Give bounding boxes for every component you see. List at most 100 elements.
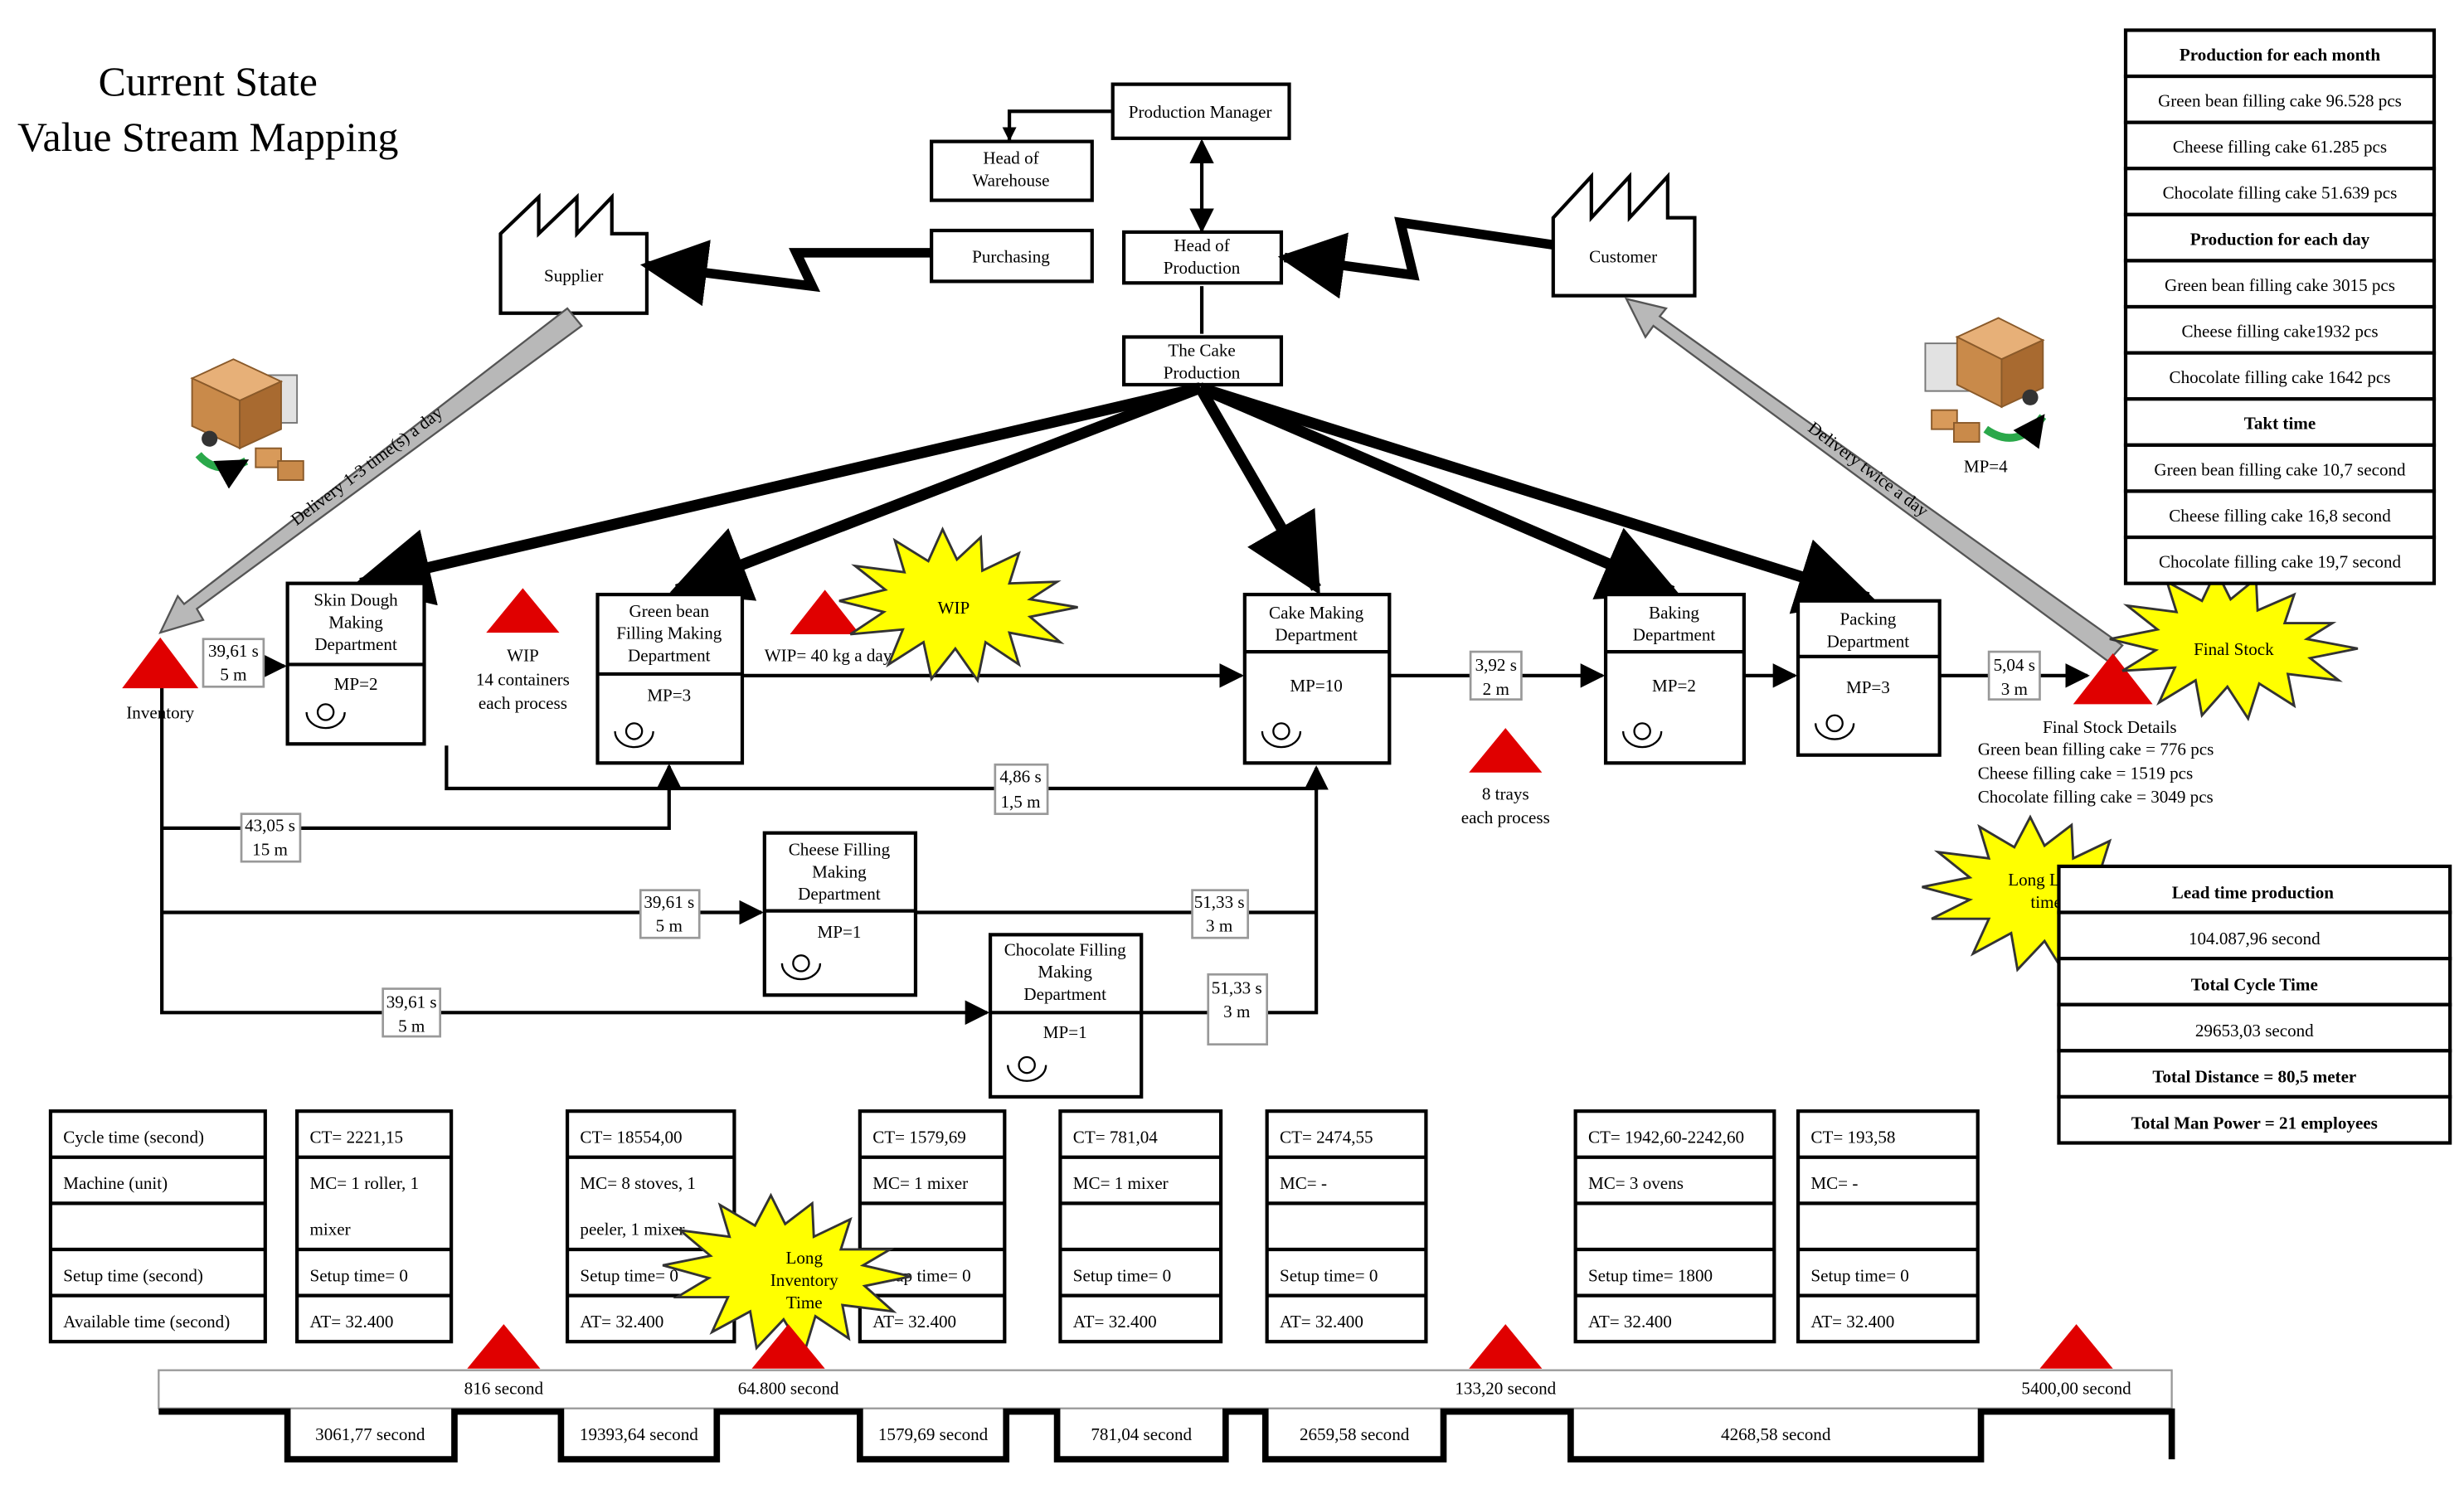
cake-production-label: The Cake xyxy=(1168,340,1235,360)
lead-table-value: 104.087,96 second xyxy=(2189,929,2321,948)
production-table-value: Chocolate filling cake 1642 pcs xyxy=(2170,367,2391,387)
operator-icon xyxy=(1814,723,1855,740)
production-table-value: Cheese filling cake 61.285 pcs xyxy=(2173,137,2387,157)
trays-label: 8 trays xyxy=(1482,783,1529,803)
production-table-heading: Takt time xyxy=(2244,414,2316,434)
process-name: Cake Making xyxy=(1269,603,1364,623)
data-box-field: MC= - xyxy=(1280,1173,1327,1193)
customer-factory: Customer xyxy=(1551,172,1697,298)
flow-distance: 15 m xyxy=(252,839,288,859)
flow-label-inv-skin: 39,61 s 5 m xyxy=(202,638,265,688)
final-stock-triangle xyxy=(2073,653,2153,705)
trays-triangle xyxy=(1469,728,1543,773)
process-name: Department xyxy=(628,646,711,666)
supplier-delivery-label: Delivery 1-3 time(s) a day xyxy=(287,402,446,529)
production-table-value: Chocolate filling cake 51.639 pcs xyxy=(2163,183,2398,203)
data-box-field: Setup time= 1800 xyxy=(1588,1265,1713,1285)
customer-truck-icon xyxy=(1924,317,2047,449)
process-name: Making xyxy=(812,861,867,881)
purchasing-box: Purchasing xyxy=(930,228,1094,284)
process-data-boxes: Cycle time (second)Machine (unit)Setup t… xyxy=(48,1109,1980,1344)
timeline-wait-time: 133,20 second xyxy=(1455,1378,1556,1398)
data-box-field: Setup time= 0 xyxy=(1810,1265,1908,1285)
lead-table-cell xyxy=(2057,1002,2452,1053)
process-skin-dough: Skin Dough Making Department MP=2 xyxy=(285,581,426,746)
data-box-field: AT= 32.400 xyxy=(872,1312,956,1332)
process-name: Chocolate Filling xyxy=(1004,939,1126,959)
timeline-process-time: 781,04 second xyxy=(1091,1424,1192,1444)
title-line-1: Current State xyxy=(99,59,318,104)
production-table-value: Green bean filling cake 96.528 pcs xyxy=(2158,90,2402,110)
wip-label: WIP xyxy=(507,646,539,666)
flow-time: 3,92 s xyxy=(1475,655,1517,675)
data-box-field: peeler, 1 mixer xyxy=(580,1220,684,1239)
process-mp: MP=3 xyxy=(647,686,691,706)
timeline-inventory-triangle xyxy=(1469,1324,1543,1369)
flow-distance: 2 m xyxy=(1483,679,1510,699)
production-table-value: Cheese filling cake1932 pcs xyxy=(2181,321,2378,341)
head-production-label: Head of xyxy=(1174,235,1230,255)
timeline-inventory-triangle xyxy=(2039,1324,2113,1369)
inventory-label: Inventory xyxy=(126,703,194,723)
process-name: Department xyxy=(1023,984,1106,1004)
process-name: Baking xyxy=(1649,603,1699,623)
long-inventory-burst-label: Inventory xyxy=(770,1270,838,1290)
final-stock-burst: Final Stock xyxy=(2109,568,2359,721)
operator-head-icon xyxy=(1018,1055,1036,1075)
flow-time: 39,61 s xyxy=(386,992,437,1012)
process-mp: MP=1 xyxy=(817,922,861,942)
head-production-label: Production xyxy=(1164,258,1241,278)
production-table-cell xyxy=(2123,74,2437,124)
long-inventory-burst-label: Time xyxy=(786,1293,823,1312)
operator-head-icon xyxy=(1825,714,1844,733)
flow-time: 39,61 s xyxy=(644,892,694,912)
production-table-heading: Production for each month xyxy=(2180,45,2380,65)
flow-distance: 5 m xyxy=(656,916,683,936)
production-table-cell xyxy=(2123,443,2437,493)
customer-delivery-label: Delivery twice a day xyxy=(1805,418,1933,521)
customer-mp-label: MP=4 xyxy=(1964,456,2008,476)
manager-to-warehouse-line xyxy=(1002,109,1113,142)
wip-rate-label: WIP= 40 kg a day xyxy=(765,646,892,666)
data-box-field: MC= 1 mixer xyxy=(1073,1173,1169,1193)
data-box-field: CT= 193,58 xyxy=(1810,1128,1895,1147)
data-box-field: Setup time (second) xyxy=(63,1265,203,1285)
data-box-field: CT= 2474,55 xyxy=(1280,1128,1373,1147)
timeline-process-time: 19393,64 second xyxy=(580,1424,698,1444)
wip-triangle xyxy=(486,588,560,633)
process-name: Cheese Filling xyxy=(789,839,891,859)
flow-label-cheese-cake: 51,33 s 3 m xyxy=(1191,889,1250,939)
timeline-step-line xyxy=(158,1408,2175,1463)
flow-time: 51,33 s xyxy=(1194,892,1245,912)
production-control-arrows xyxy=(352,382,1876,614)
process-name: Packing xyxy=(1839,609,1896,628)
supplier-delivery-arrow xyxy=(158,307,583,634)
process-mp: MP=1 xyxy=(1043,1022,1087,1042)
flow-label-inv-cheese: 39,61 s 5 m xyxy=(639,889,701,939)
data-box-field: Setup time= 0 xyxy=(580,1265,678,1285)
operator-icon xyxy=(614,730,654,749)
final-stock-title: Final Stock Details xyxy=(2043,717,2177,737)
customer-to-production-flow xyxy=(1277,216,1554,299)
process-green-bean: Green bean Filling Making Department MP=… xyxy=(595,592,745,765)
data-box-field: CT= 1579,69 xyxy=(872,1128,966,1147)
data-box-field: AT= 32.400 xyxy=(580,1312,663,1332)
production-table-cell xyxy=(2123,397,2437,447)
supplier-label: Supplier xyxy=(544,265,603,285)
production-table-value: Cheese filling cake 16,8 second xyxy=(2169,506,2391,526)
purchasing-to-supplier-flow xyxy=(639,240,932,307)
timeline xyxy=(158,1369,2175,1463)
flow-label-packing-final: 5,04 s 3 m xyxy=(1987,650,2041,701)
process-cheese: Cheese Filling Making Department MP=1 xyxy=(762,831,918,997)
lead-table-heading: Total Man Power = 21 employees xyxy=(2131,1113,2378,1133)
production-table-value: Chocolate filling cake 19,7 second xyxy=(2159,551,2402,571)
lead-table-heading: Total Cycle Time xyxy=(2191,974,2318,994)
operator-icon xyxy=(1261,730,1302,749)
timeline-inventory-triangle xyxy=(467,1324,541,1369)
long-inventory-burst: Long Inventory Time xyxy=(662,1192,911,1356)
